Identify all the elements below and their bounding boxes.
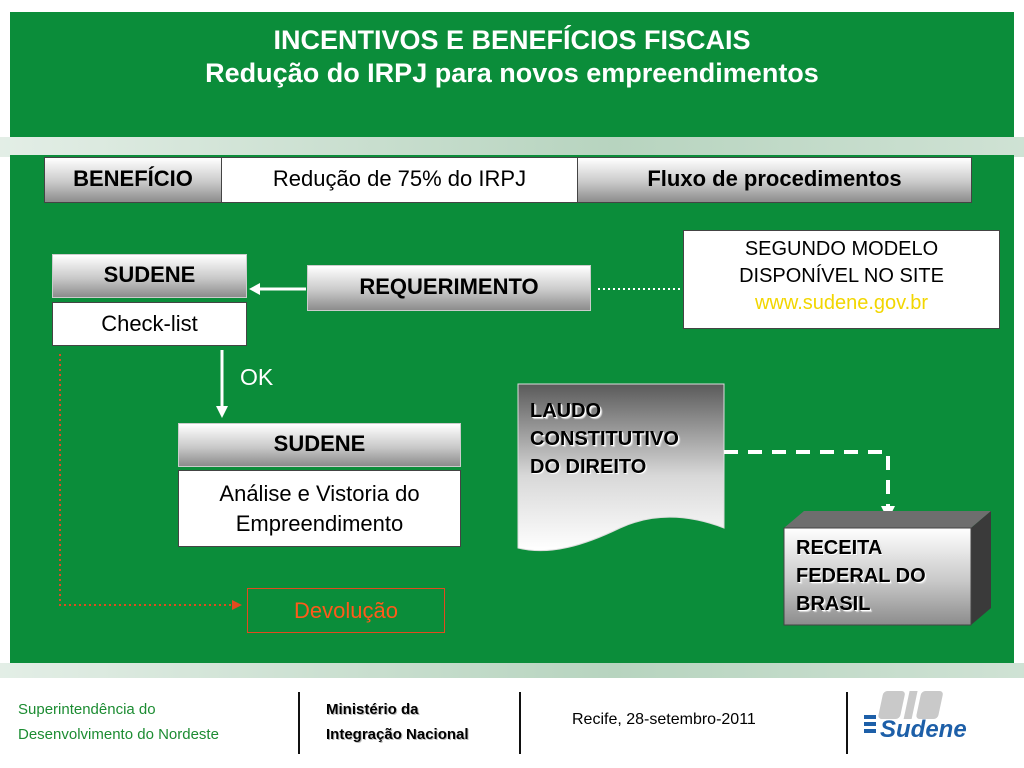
footer-ministry-line-2: Integração Nacional	[326, 726, 469, 743]
footer-org-line-2: Desenvolvimento do Nordeste	[18, 726, 219, 743]
requerimento-arrow	[249, 283, 306, 295]
sudene-logo: Sudene	[864, 691, 967, 743]
devolucao-box: Devolução	[247, 588, 445, 633]
svg-text:Sudene: Sudene	[880, 716, 967, 743]
laudo-line-1: LAUDO	[530, 400, 602, 422]
footer-date: Recife, 28-setembro-2011	[572, 711, 756, 728]
sudene-site-link[interactable]: www.sudene.gov.br	[754, 292, 929, 314]
benefit-table: BENEFÍCIO Redução de 75% do IRPJ Fluxo d…	[44, 157, 972, 203]
bottom-band	[0, 663, 1024, 678]
laudo-line-2: CONSTITUTIVO	[530, 428, 679, 450]
modelo-line-2: DISPONÍVEL NO SITE	[739, 265, 944, 287]
receita-line-2: FEDERAL DO	[796, 565, 926, 587]
laudo-receita-dashed-arrow	[724, 450, 895, 520]
footer-divider	[846, 692, 848, 754]
separator-band	[0, 137, 1024, 157]
requerimento-box: REQUERIMENTO	[307, 265, 591, 311]
footer-divider	[298, 692, 300, 754]
ok-label: OK	[240, 364, 274, 390]
benefit-label: BENEFÍCIO	[45, 158, 222, 202]
footer-organization: Superintendência do Desenvolvimento do N…	[18, 697, 219, 747]
footer-divider	[519, 692, 521, 754]
footer-org-line-1: Superintendência do	[18, 701, 156, 718]
modelo-box: SEGUNDO MODELO DISPONÍVEL NO SITE www.su…	[683, 230, 1000, 329]
receita-line-3: BRASIL	[796, 593, 871, 615]
flow-label: Fluxo de procedimentos	[578, 158, 971, 202]
benefit-value: Redução de 75% do IRPJ	[222, 158, 578, 202]
slide-subtitle: Redução do IRPJ para novos empreendiment…	[205, 58, 819, 88]
sudene-mid-box: SUDENE	[178, 423, 461, 467]
receita-3d-box	[783, 511, 991, 626]
sudene-top-box: SUDENE	[52, 254, 247, 298]
modelo-line-1: SEGUNDO MODELO	[744, 238, 939, 260]
slide-title: INCENTIVOS E BENEFÍCIOS FISCAIS	[273, 25, 751, 55]
laudo-line-3: DO DIREITO	[530, 456, 647, 478]
footer-ministry: Ministério da Integração Nacional	[326, 697, 469, 747]
footer-ministry-line-1: Ministério da	[326, 701, 419, 718]
devolucao-dotted-arrow	[59, 354, 242, 610]
laudo-document-shape	[517, 383, 725, 552]
analise-line-2: Empreendimento	[235, 511, 404, 536]
receita-line-1: RECEITA	[796, 537, 883, 559]
analise-box: Análise e Vistoria do Empreendimento	[178, 470, 461, 547]
ok-arrow	[216, 350, 228, 418]
checklist-box: Check-list	[52, 302, 247, 346]
header-band	[10, 12, 1014, 137]
analise-line-1: Análise e Vistoria do	[219, 481, 420, 506]
